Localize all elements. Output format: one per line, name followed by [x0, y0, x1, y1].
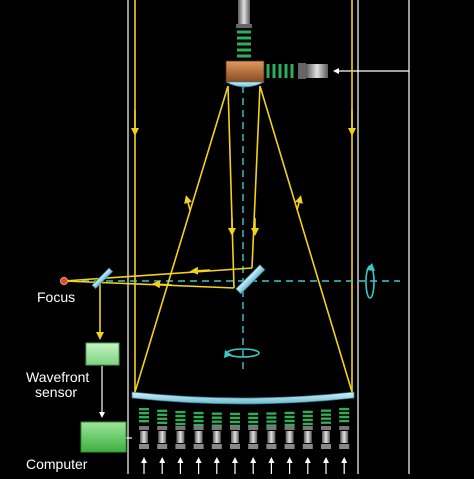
primary-actuator-row — [139, 407, 350, 474]
actuator-icon — [158, 431, 167, 443]
actuator-base — [321, 444, 331, 449]
actuator-base — [211, 444, 222, 449]
actuator-icon — [212, 431, 221, 443]
actuator-cap — [230, 426, 240, 430]
spring-icon — [266, 412, 277, 427]
focus-label: Focus — [37, 289, 76, 305]
side-actuator-cap — [298, 63, 306, 79]
actuator-base — [248, 444, 259, 449]
actuator-cap — [339, 426, 350, 430]
actuator-base — [139, 444, 149, 449]
secondary-mirror — [225, 81, 265, 88]
top-spring-icon — [237, 30, 251, 58]
spring-icon — [157, 409, 168, 425]
actuator-base — [157, 444, 168, 449]
actuator-base — [193, 444, 204, 449]
wavefront-sensor-box — [85, 342, 120, 366]
beam-secondary-to-tertiary-right — [251, 85, 261, 269]
actuator-icon — [140, 431, 148, 443]
actuator-cap — [302, 426, 313, 430]
actuator-icon — [194, 431, 203, 443]
spring-icon — [211, 412, 222, 427]
actuator-base — [302, 444, 313, 449]
actuator-cap — [157, 426, 168, 430]
spring-icon — [284, 411, 295, 427]
actuator-base — [284, 444, 295, 449]
actuator-cap — [193, 426, 204, 430]
actuator-cap — [248, 426, 259, 430]
tertiary-mirror — [235, 264, 266, 295]
beam-left-arrow-bottom — [152, 280, 173, 289]
spring-icon — [230, 412, 240, 428]
actuator-base — [230, 444, 240, 449]
wavefront-label-line1: Wavefront — [26, 369, 90, 385]
spring-icon — [175, 410, 186, 426]
rotation-arrow-icon — [365, 263, 375, 299]
spring-icon — [139, 408, 149, 423]
primary-mirror — [131, 391, 355, 405]
actuator-cap — [139, 426, 149, 430]
actuator-icon — [267, 431, 276, 443]
actuator-icon — [231, 431, 239, 443]
wavefront-label-line2: sensor — [35, 384, 78, 400]
actuator-cap — [284, 426, 295, 430]
beam-arrow-left — [184, 195, 192, 211]
beam-primary-to-secondary-right — [259, 85, 353, 393]
rotation-arrow-bottom-icon — [224, 348, 260, 358]
actuator-icon — [340, 431, 349, 443]
actuator-base — [175, 444, 186, 449]
actuator-cap — [266, 426, 277, 430]
actuator-base — [266, 444, 277, 449]
beam-primary-to-secondary-left — [134, 85, 229, 393]
actuator-cap — [175, 426, 186, 430]
beam-to-focus-top — [63, 267, 253, 282]
actuator-icon — [285, 431, 294, 443]
actuator-cap — [211, 426, 222, 430]
actuator-icon — [176, 431, 185, 443]
actuator-icon — [303, 431, 312, 443]
pickoff-mirror — [91, 267, 114, 290]
computer-label: Computer — [26, 456, 88, 472]
side-actuator-icon — [306, 64, 328, 78]
beam-to-focus-bottom — [63, 280, 235, 289]
beam-left-arrow-top — [190, 266, 211, 275]
beam-arrow-right — [295, 195, 303, 211]
focus-point — [60, 276, 69, 285]
top-actuator-icon — [238, 0, 250, 24]
spring-icon — [321, 409, 331, 424]
computer-box — [80, 421, 127, 453]
spring-icon — [248, 412, 259, 428]
top-actuator-cap — [236, 24, 252, 28]
actuator-icon — [249, 431, 258, 443]
actuator-cap — [321, 426, 331, 430]
secondary-mirror-mount — [225, 60, 265, 83]
spring-icon — [193, 411, 204, 427]
spring-icon — [339, 407, 350, 423]
beam-secondary-to-tertiary-left — [227, 85, 235, 289]
spring-icon — [302, 410, 313, 426]
side-spring-icon — [266, 64, 294, 78]
actuator-icon — [322, 431, 330, 443]
actuator-base — [339, 444, 350, 449]
